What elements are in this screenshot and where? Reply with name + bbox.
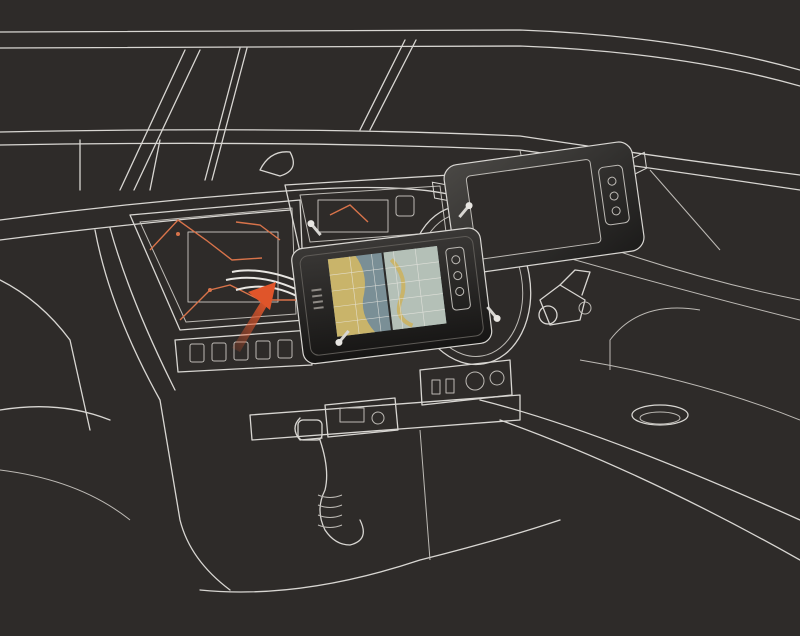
lower-console — [249, 359, 521, 441]
vhf-radio — [294, 397, 399, 441]
throttle-control — [538, 269, 592, 326]
windshield-frame — [0, 29, 800, 321]
mic-cable — [317, 439, 364, 546]
mounting-bezel — [431, 141, 648, 275]
chartplotter-device — [291, 227, 493, 365]
cup-holder — [631, 404, 689, 426]
arrow-icon — [232, 282, 276, 352]
dashboard-outline — [0, 186, 800, 593]
screw-icon — [307, 202, 501, 346]
chart-screen — [327, 245, 447, 337]
